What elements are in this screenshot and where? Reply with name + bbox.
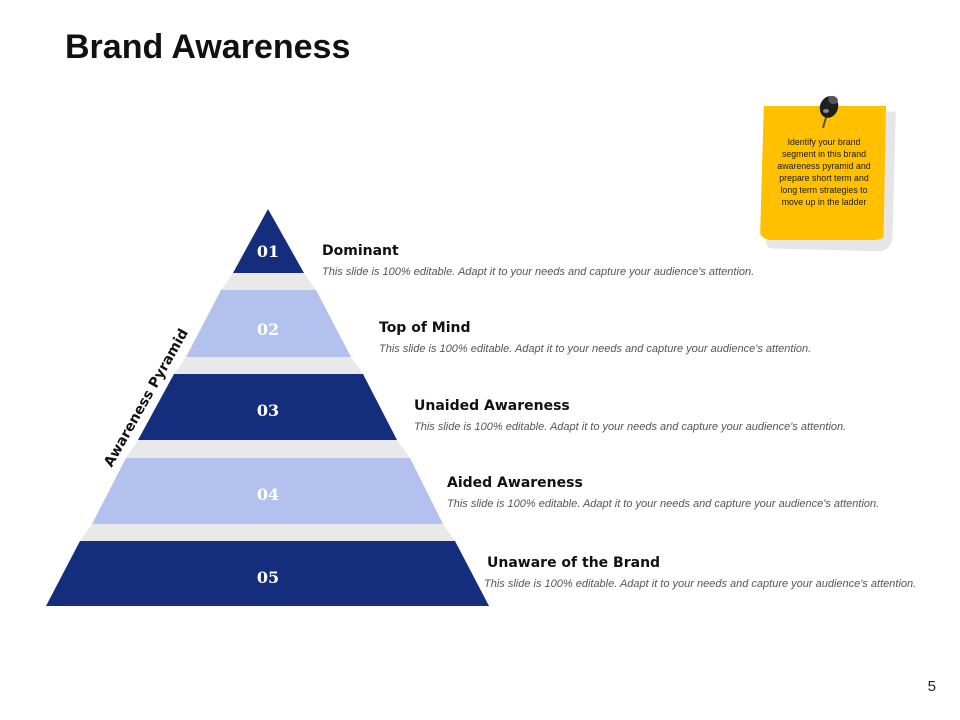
pyramid-separator — [221, 273, 316, 290]
level-description: This slide is 100% editable. Adapt it to… — [379, 343, 812, 355]
level-title: Top of Mind — [379, 320, 471, 336]
level-description: This slide is 100% editable. Adapt it to… — [484, 578, 917, 590]
level-number: 01 — [257, 242, 279, 261]
pyramid-separator — [80, 524, 455, 541]
page-number: 5 — [927, 678, 936, 695]
pyramid-separator — [174, 357, 363, 374]
pyramid-level-3[interactable] — [138, 374, 397, 440]
pyramid-level-5[interactable] — [46, 541, 489, 606]
sticky-note-text: Identify your brand segment in this bran… — [777, 137, 871, 207]
level-description: This slide is 100% editable. Adapt it to… — [447, 498, 880, 510]
level-text-2: Top of Mind This slide is 100% editable.… — [379, 320, 811, 355]
level-number: 02 — [257, 320, 279, 339]
pyramid-level-2[interactable] — [186, 290, 351, 357]
pyramid-level-1[interactable] — [233, 209, 304, 273]
level-number: 04 — [257, 485, 279, 504]
slide-title: Brand Awareness — [65, 28, 351, 66]
level-number: 05 — [257, 568, 279, 587]
level-title: Dominant — [322, 243, 399, 259]
level-number: 03 — [257, 401, 279, 420]
level-title: Aided Awareness — [447, 475, 583, 491]
level-text-1: Dominant This slide is 100% editable. Ad… — [322, 243, 754, 278]
level-description: This slide is 100% editable. Adapt it to… — [322, 266, 755, 278]
sticky-note-paper — [760, 106, 886, 240]
level-title: Unaided Awareness — [414, 398, 570, 414]
push-pin-icon — [819, 95, 839, 129]
level-description: This slide is 100% editable. Adapt it to… — [414, 421, 847, 433]
level-text-5: Unaware of the Brand This slide is 100% … — [484, 555, 916, 590]
sticky-note: Identify your brand segment in this bran… — [760, 106, 896, 252]
level-text-3: Unaided Awareness This slide is 100% edi… — [414, 398, 846, 433]
level-text-4: Aided Awareness This slide is 100% edita… — [447, 475, 879, 510]
level-title: Unaware of the Brand — [487, 555, 661, 571]
pyramid-level-4[interactable] — [92, 458, 443, 524]
pyramid-separator — [126, 440, 410, 458]
